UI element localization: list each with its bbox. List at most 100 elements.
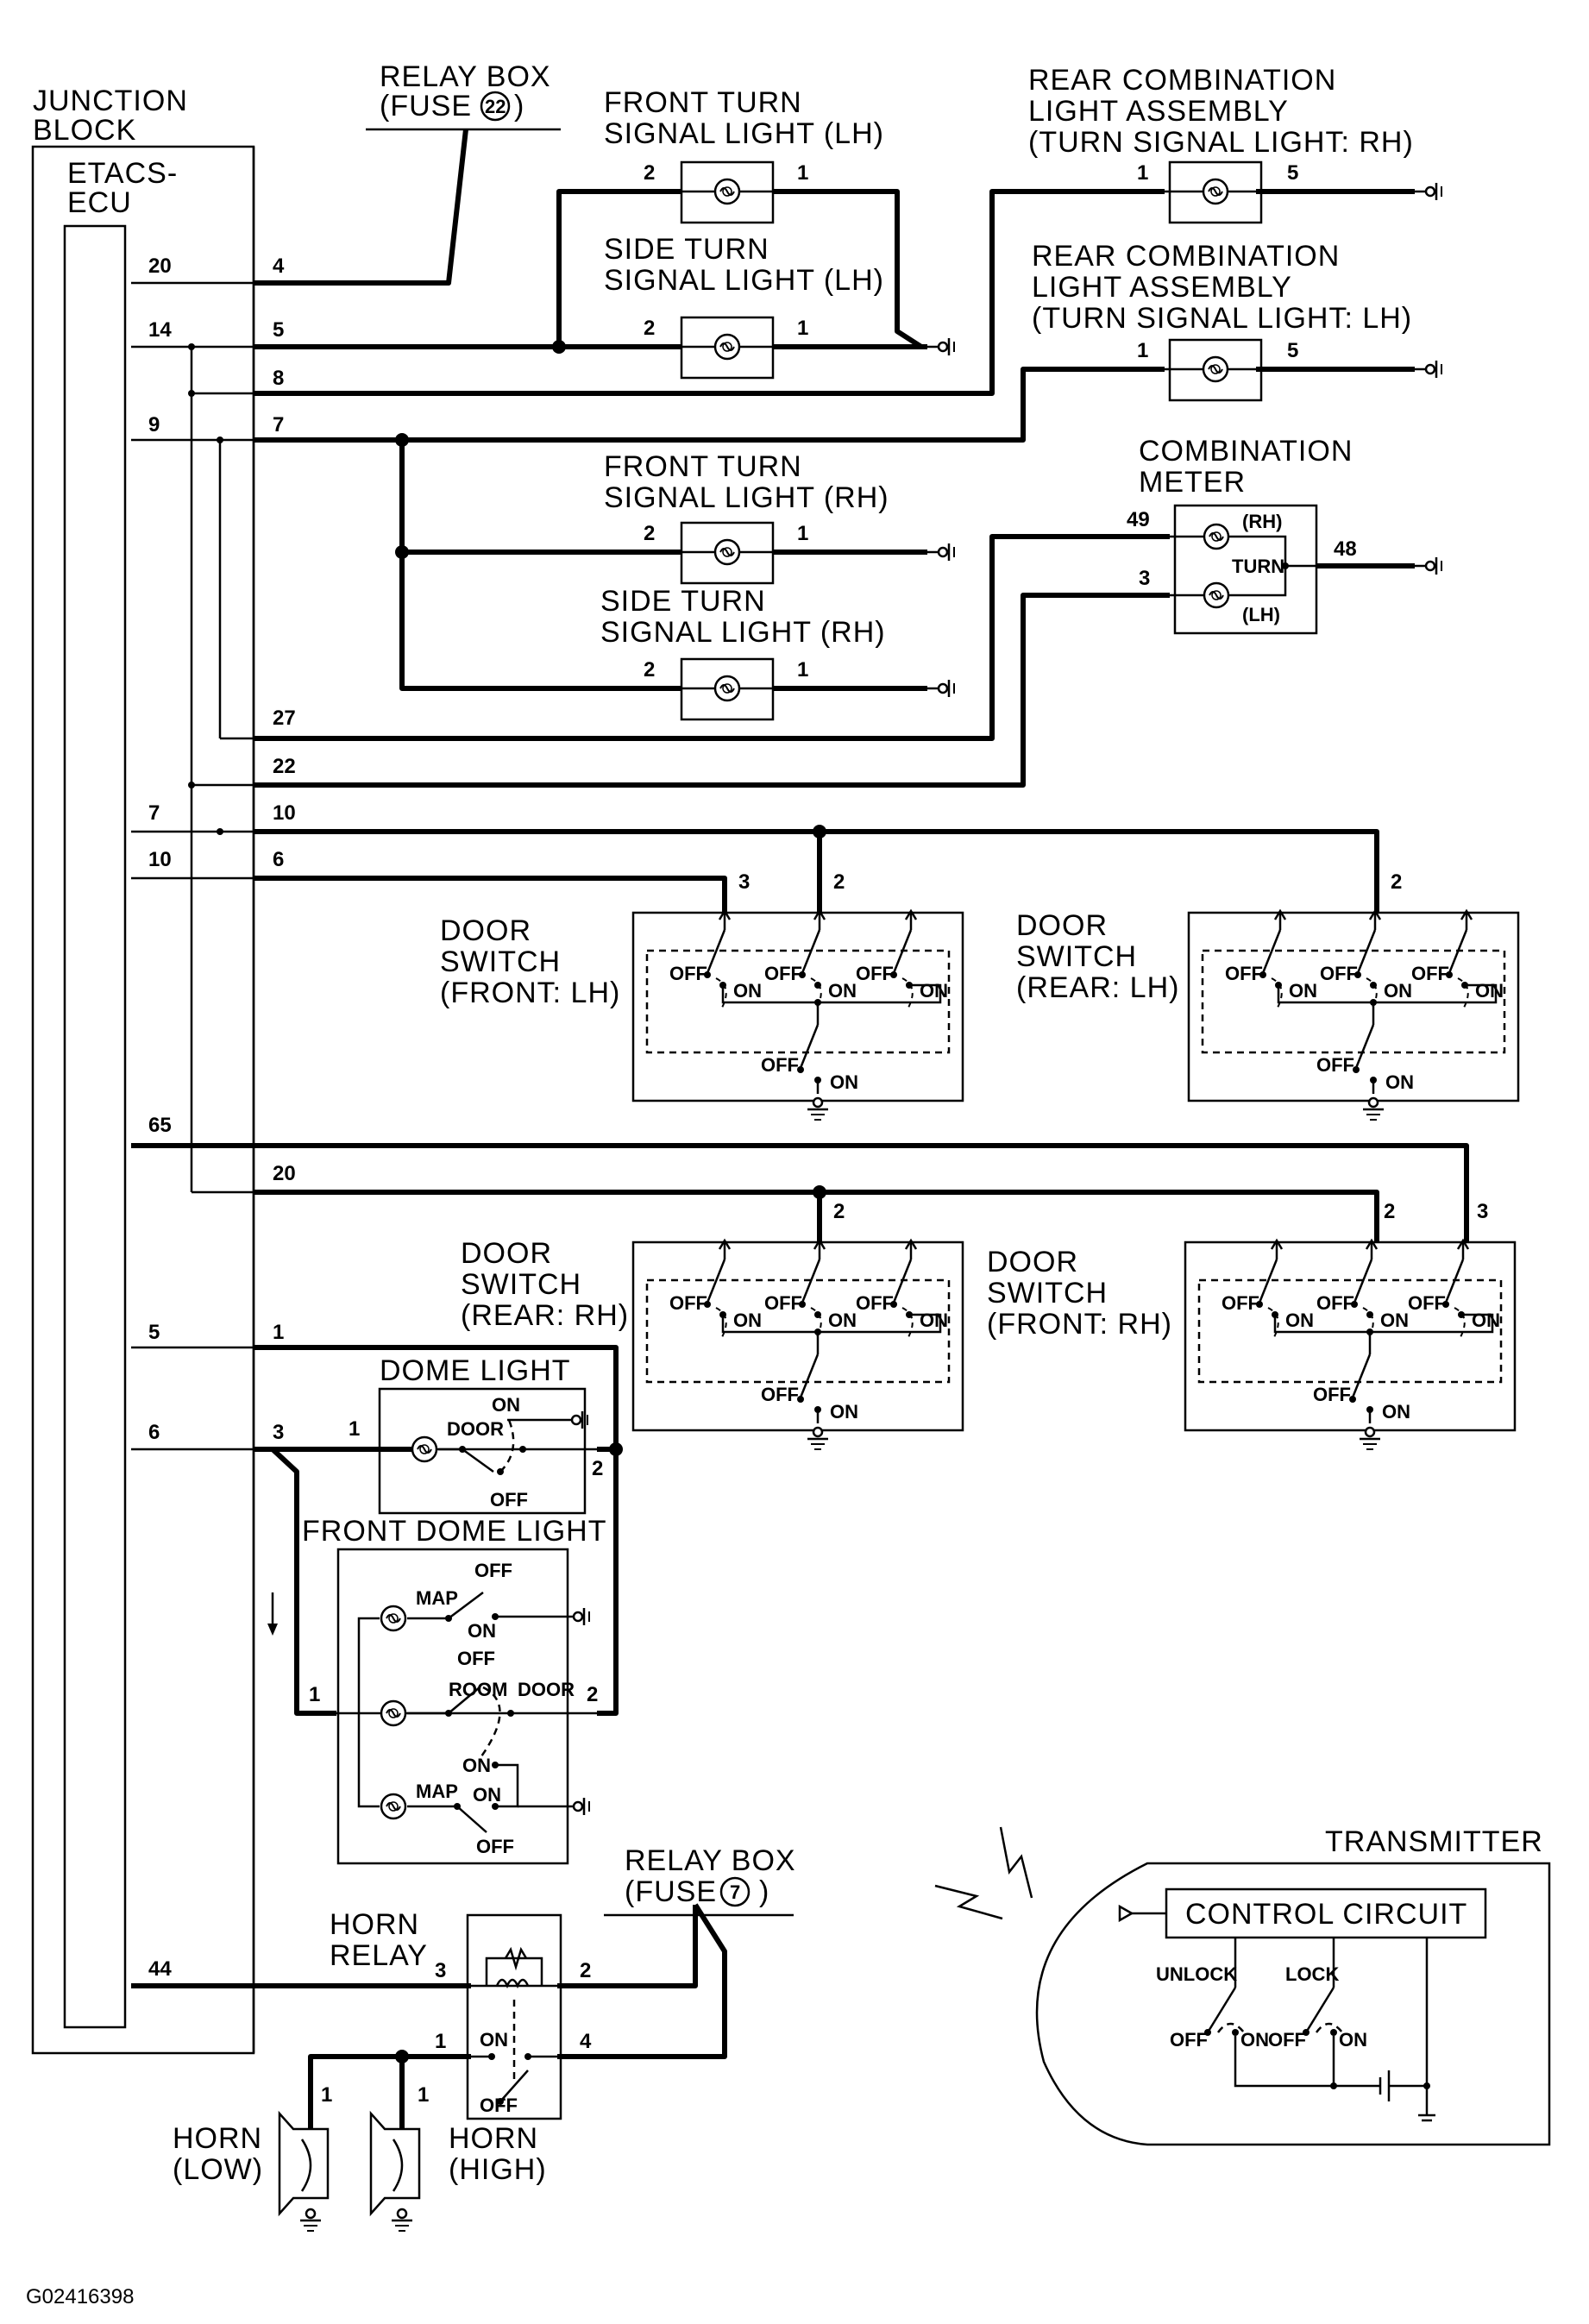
side-turn-signal-rh: SIDE TURN SIGNAL LIGHT (RH) 2 1 — [600, 585, 956, 721]
ds-rrh-line1: DOOR — [461, 1237, 552, 1270]
ds-on-label: ON — [828, 1310, 857, 1331]
ds-rlh-pin-2: 2 — [1391, 870, 1402, 894]
ds-arrow — [1270, 1238, 1284, 1250]
combo-meter-line2: METER — [1139, 466, 1246, 499]
combo-meter-line1: COMBINATION — [1139, 435, 1353, 468]
ds-arrow — [1368, 908, 1382, 920]
ds-blade — [706, 1259, 726, 1303]
ds-frh-line2: SWITCH — [987, 1277, 1108, 1310]
ds-contact — [1446, 971, 1453, 978]
dome-on: ON — [492, 1394, 520, 1416]
ds-blade — [1261, 929, 1282, 974]
ecu-pin-6: 6 — [148, 1421, 160, 1444]
combo-meter-pin-3: 3 — [1139, 567, 1150, 590]
horn-low-pin-1: 1 — [321, 2083, 332, 2107]
front-turn-lh-pin-2: 2 — [644, 161, 655, 185]
ds-arrow — [904, 1238, 918, 1250]
relay-box-22-line1: RELAY BOX — [380, 60, 551, 93]
rear-combo-lh-pin-5: 5 — [1287, 339, 1298, 362]
ds-off-label: OFF — [856, 963, 894, 984]
ds-contact — [1442, 1301, 1449, 1308]
side-turn-lh-pin-2: 2 — [644, 317, 655, 340]
dome-pin-1: 1 — [349, 1417, 360, 1441]
ds-on-label: ON — [1382, 1401, 1410, 1423]
jb-pin-7: 7 — [273, 413, 284, 437]
ds-blade — [1356, 929, 1377, 974]
ds-contact — [1259, 971, 1266, 978]
jb-pin-8: 8 — [273, 367, 284, 390]
jb-pin-1: 1 — [273, 1321, 284, 1344]
horn-relay-pin-4: 4 — [580, 2030, 592, 2053]
ds-blade — [801, 929, 821, 974]
ds-blade — [892, 929, 913, 974]
rear-combo-rh-pin-1: 1 — [1137, 161, 1148, 185]
ds-contact — [704, 971, 711, 978]
tx-on-1: ON — [1240, 2029, 1269, 2051]
ds-contact — [797, 1396, 804, 1403]
horn-high: 1 HORN (HIGH) — [369, 2083, 546, 2233]
ecu-pin-9: 9 — [148, 413, 160, 437]
ds-on-label: ON — [1289, 980, 1317, 1002]
ds-frh-pin-2: 2 — [1384, 1200, 1395, 1223]
ds-on-label: ON — [828, 980, 857, 1002]
ds-bottom-blade — [1354, 1024, 1375, 1069]
fuse-7-number: 7 — [730, 1881, 740, 1903]
ds-frh-pin-3: 3 — [1477, 1200, 1488, 1223]
ds-arrow — [1460, 908, 1473, 920]
horn-relay-pin-1: 1 — [435, 2030, 446, 2053]
fdl-pin-2: 2 — [587, 1683, 598, 1706]
ds-off-label: OFF — [1316, 1054, 1354, 1076]
jb-pin-10: 10 — [273, 801, 296, 825]
door-switch-internals: OFFONOFFONOFFONOFFONOFFONOFFONOFFONOFFON… — [669, 908, 1504, 1451]
horn-relay-line1: HORN — [330, 1908, 419, 1941]
ds-rlh-line2: SWITCH — [1016, 940, 1137, 973]
fdl-off-bot: OFF — [476, 1836, 514, 1857]
wires-upper — [131, 129, 1469, 2129]
rear-combo-rh-line2: LIGHT ASSEMBLY — [1028, 95, 1289, 128]
horn-relay-on: ON — [480, 2029, 508, 2051]
fdl-door: DOOR — [518, 1679, 575, 1700]
ds-on-label: ON — [733, 980, 762, 1002]
ds-rrh-line3: (REAR: RH) — [461, 1299, 629, 1332]
ds-arrow — [1273, 908, 1287, 920]
dome-light-title: DOME LIGHT — [380, 1354, 571, 1387]
ds-arrow — [718, 1238, 732, 1250]
relay-box-7-line2: (FUSE — [625, 1875, 717, 1908]
ds-on-label: ON — [920, 1310, 948, 1331]
ds-blade — [1258, 1259, 1278, 1303]
transmitter: TRANSMITTER CONTROL CIRCUIT UNLOCK LOCK … — [934, 1825, 1551, 2146]
ds-bus — [721, 1313, 942, 1334]
ds-off-label: OFF — [761, 1384, 799, 1405]
fdl-on-bot: ON — [473, 1784, 501, 1806]
ds-bus-dot — [1370, 999, 1377, 1006]
combination-meter: COMBINATION METER (RH) TURN (LH) 49 3 48 — [1127, 435, 1443, 635]
ds-contact — [1351, 1301, 1358, 1308]
ds-contact — [797, 1066, 804, 1073]
junction-block-title-1: JUNCTION — [33, 85, 188, 117]
tx-off-2: OFF — [1268, 2029, 1306, 2051]
fdl-map-bot: MAP — [416, 1781, 458, 1802]
relay-box-22-line2: (FUSE — [380, 90, 472, 122]
jb-pin-6: 6 — [273, 848, 284, 871]
ds-contact — [890, 1301, 897, 1308]
ds-bus — [721, 983, 942, 1004]
ds-frh-line3: (FRONT: RH) — [987, 1308, 1172, 1341]
ds-bus — [1277, 983, 1498, 1004]
ds-contact — [1256, 1301, 1263, 1308]
jb-pin-5: 5 — [273, 318, 284, 342]
side-turn-lh-line1: SIDE TURN — [604, 233, 769, 266]
ds-rlh-line3: (REAR: LH) — [1016, 971, 1179, 1004]
junction-block: JUNCTION BLOCK ETACS- ECU — [31, 85, 255, 2055]
dome-off: OFF — [490, 1489, 528, 1511]
ds-link — [1271, 977, 1283, 1010]
rear-combo-lh-line2: LIGHT ASSEMBLY — [1032, 271, 1292, 304]
side-turn-lh-pin-1: 1 — [797, 317, 808, 340]
tx-unlock: UNLOCK — [1156, 1963, 1237, 1985]
ds-bottom-blade — [799, 1354, 820, 1398]
side-turn-rh-line2: SIGNAL LIGHT (RH) — [600, 616, 886, 649]
ecu-pin-10: 10 — [148, 848, 172, 871]
relay-box-22-close: ) — [514, 90, 524, 122]
ds-contact — [1349, 1396, 1356, 1403]
junction-block-title-2: BLOCK — [33, 114, 136, 147]
side-turn-rh-pin-1: 1 — [797, 658, 808, 681]
